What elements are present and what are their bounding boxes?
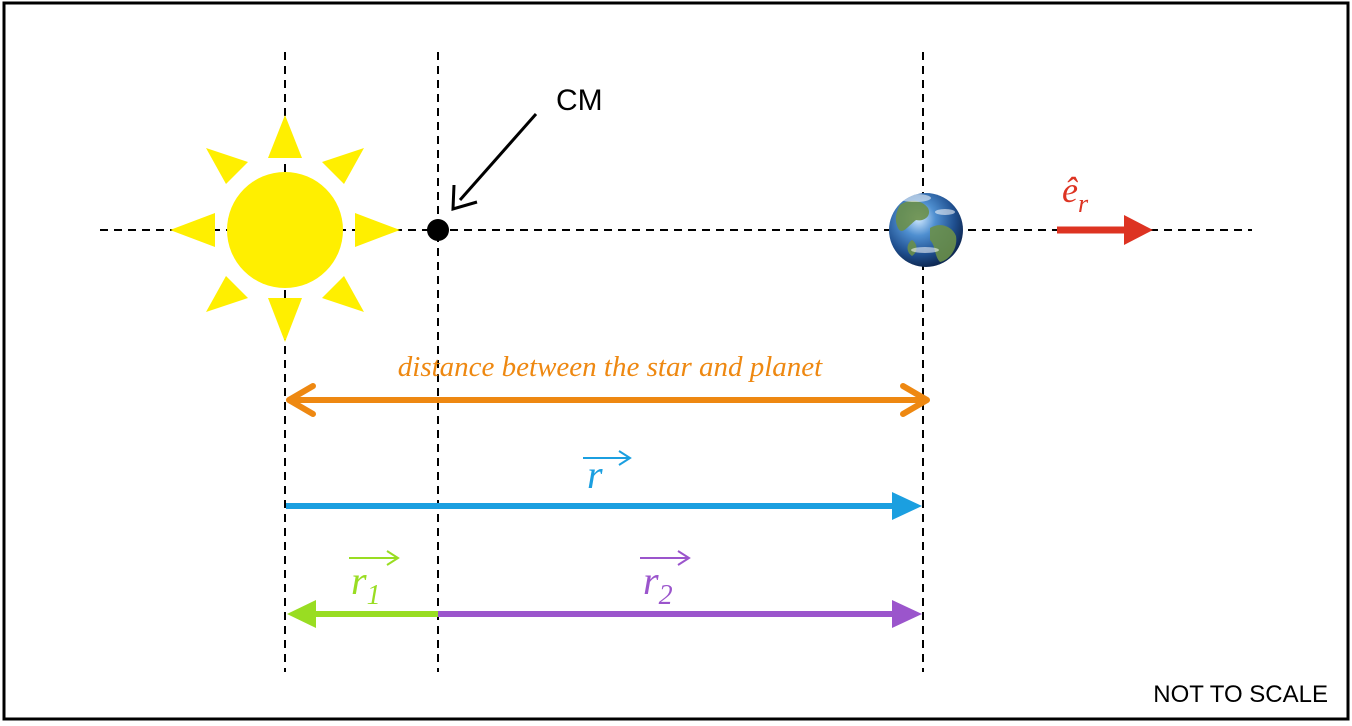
er-label-sub: r	[1078, 189, 1089, 218]
svg-text:r1: r1	[351, 558, 381, 611]
svg-text:r2: r2	[643, 558, 673, 611]
r2-arrow	[438, 600, 922, 628]
r2-label-base: r	[643, 558, 659, 603]
earth-icon	[889, 193, 963, 267]
sun-rays	[170, 115, 400, 342]
sun-icon	[170, 115, 400, 342]
cm-point	[427, 219, 449, 241]
r-label-text: r	[587, 452, 603, 497]
r1-label: r1	[349, 550, 400, 611]
r-arrow	[286, 492, 922, 520]
r1-label-base: r	[351, 558, 367, 603]
distance-arrow	[286, 383, 930, 417]
sun-disc	[227, 172, 343, 288]
r1-label-sub: 1	[367, 580, 381, 611]
not-to-scale-label: NOT TO SCALE	[1153, 681, 1328, 708]
r2-label-sub: 2	[659, 580, 673, 611]
cm-label: CM	[556, 84, 603, 117]
er-label-base: ê	[1062, 170, 1078, 210]
distance-label: distance between the star and planet	[398, 351, 823, 383]
r-label: r	[583, 450, 632, 497]
r1-arrow	[287, 600, 438, 628]
er-arrow	[1057, 215, 1153, 245]
r2-label: r2	[640, 550, 691, 611]
er-label: êr	[1062, 170, 1089, 218]
cm-pointer-arrow	[451, 113, 538, 212]
